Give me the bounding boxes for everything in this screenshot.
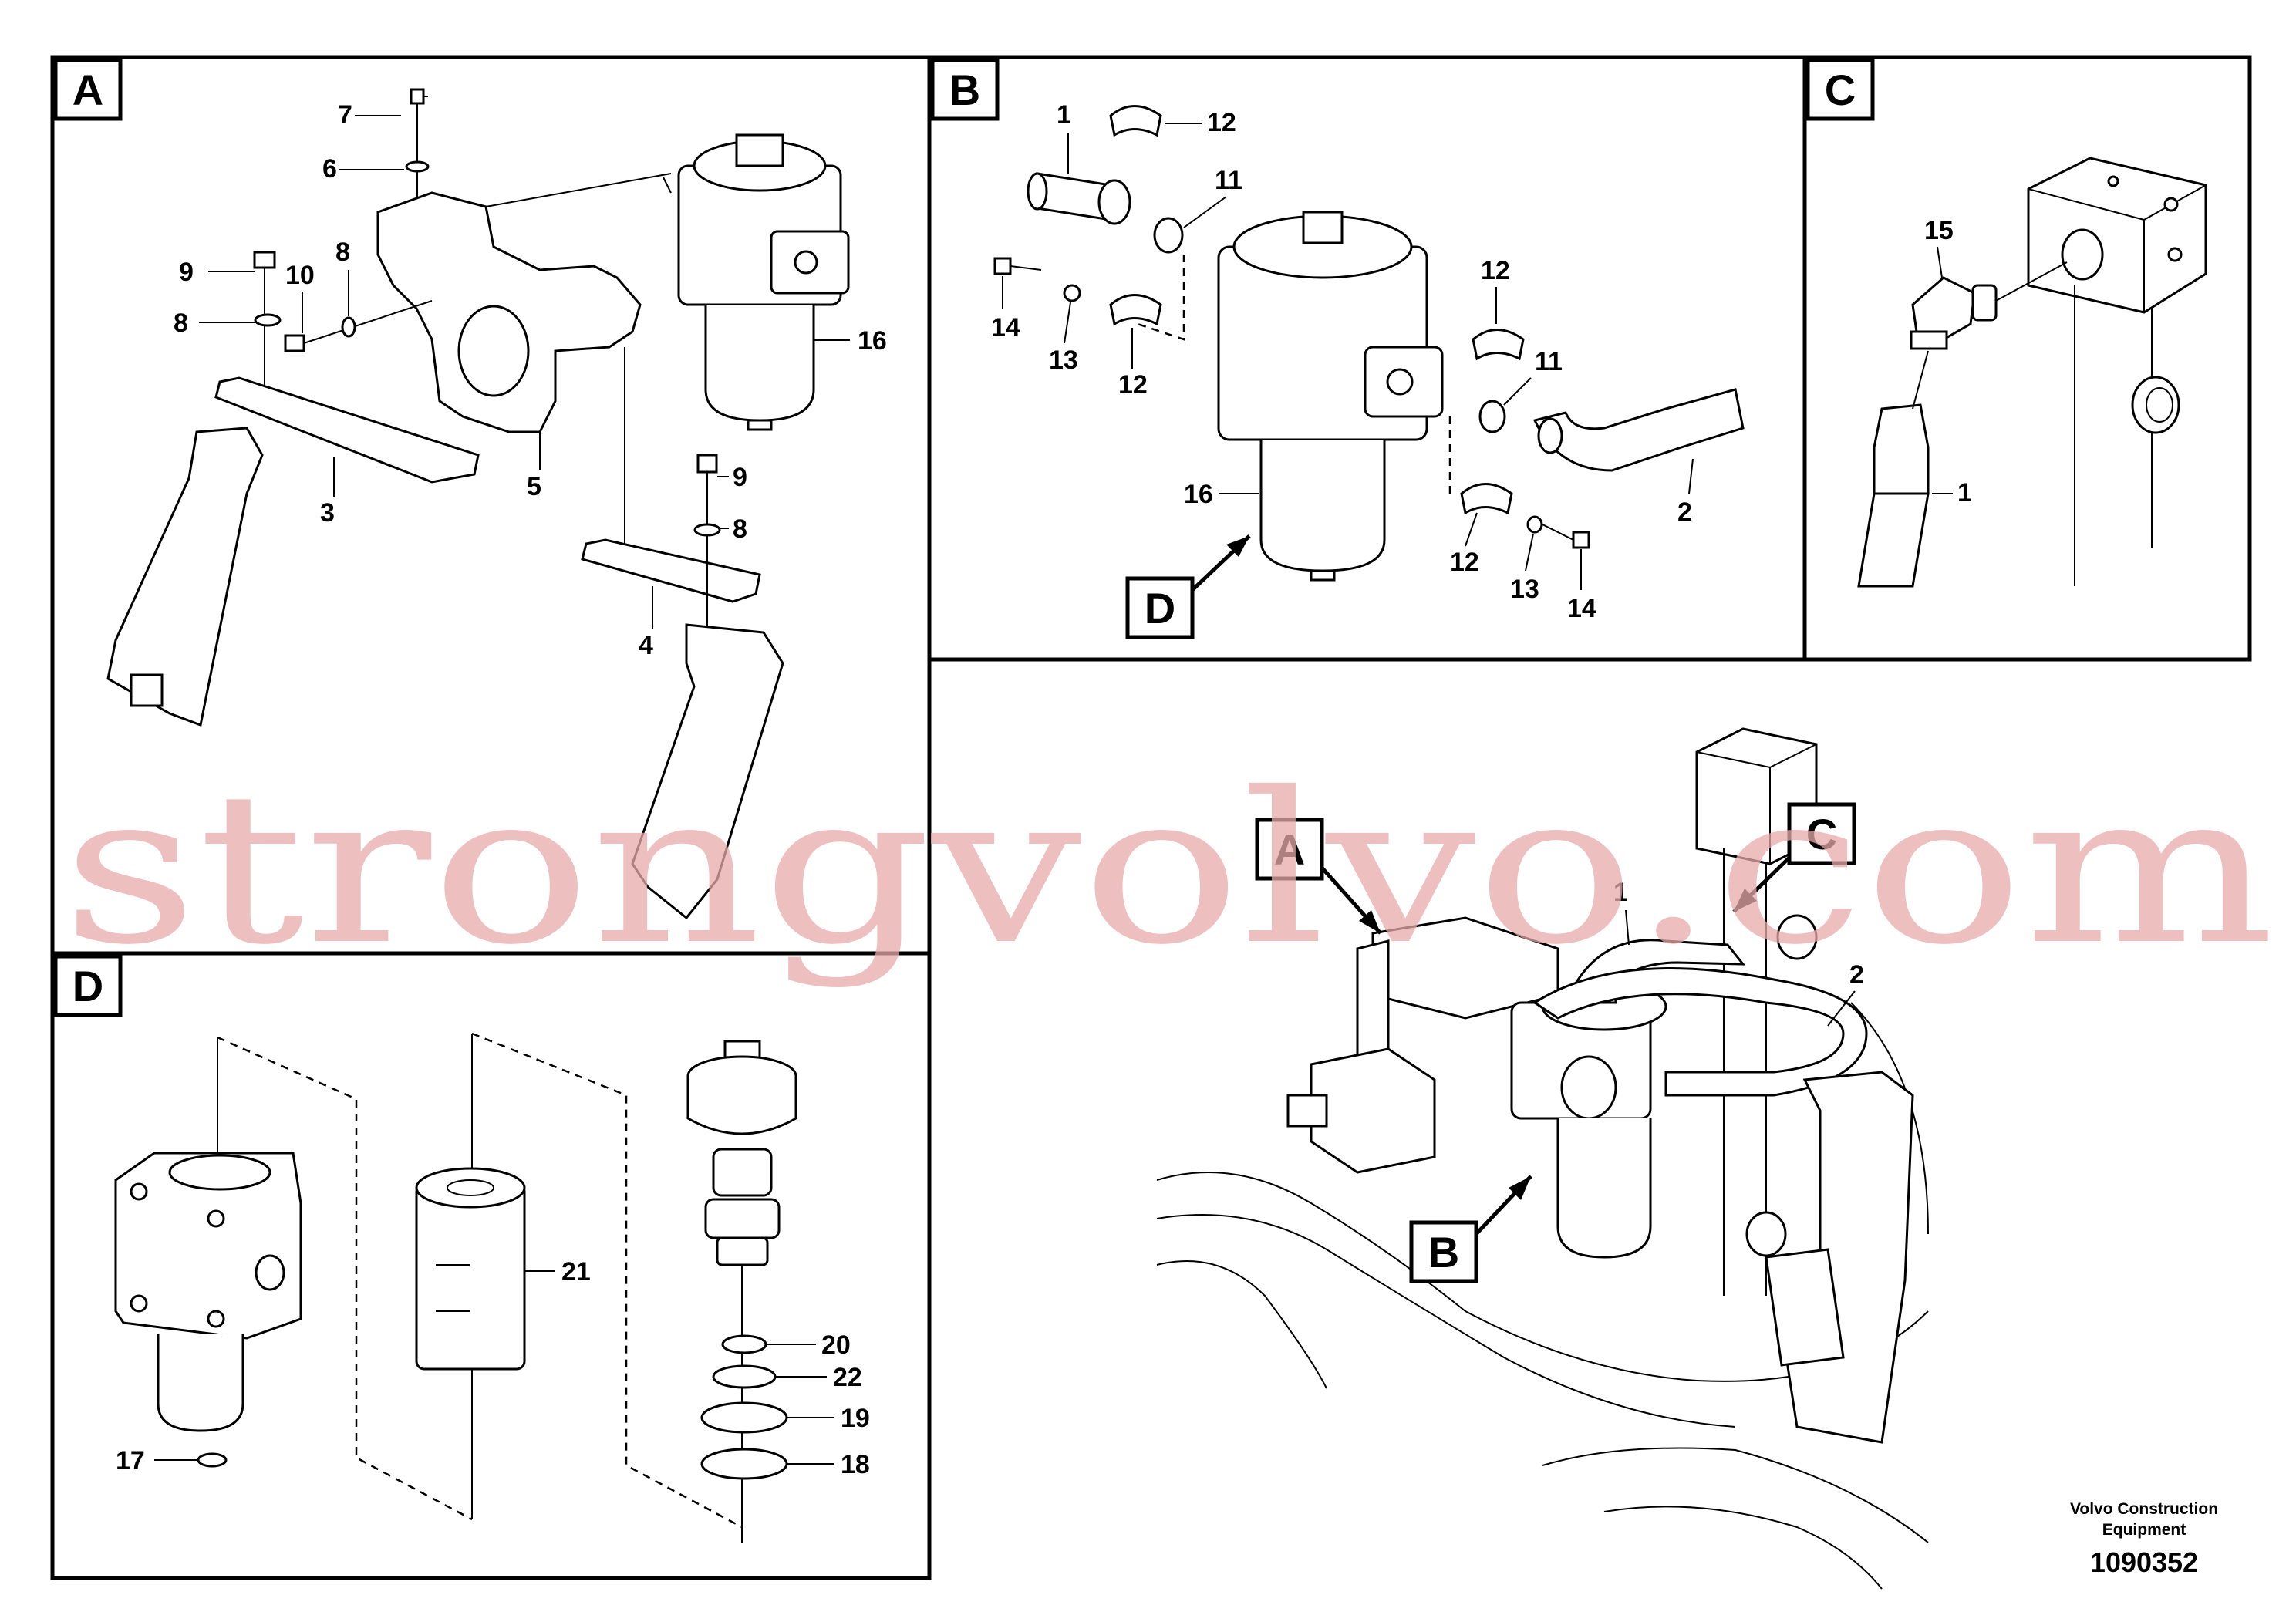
svg-text:A: A [72, 66, 103, 114]
overview-ref-b: B [1409, 1175, 1532, 1283]
panel-label-d: D [53, 954, 123, 1017]
svg-text:2: 2 [1677, 497, 1692, 527]
panel-b-drawing [993, 105, 1745, 582]
svg-text:9: 9 [179, 258, 194, 287]
watermark-text: strongvolvo.com [62, 747, 2275, 990]
svg-text:15: 15 [1924, 216, 1954, 245]
svg-text:4: 4 [639, 631, 653, 660]
panel-d-drawing [114, 1032, 797, 1543]
svg-text:B: B [1428, 1228, 1459, 1276]
panel-a-callouts: 7 6 9 10 8 8 16 5 3 9 8 4 [174, 100, 887, 660]
company-line-1: Volvo Construction [2070, 1500, 2218, 1518]
svg-text:14: 14 [1567, 594, 1596, 623]
svg-text:D: D [1145, 584, 1175, 632]
panel-label-a: A [53, 58, 123, 121]
svg-text:B: B [949, 66, 980, 114]
svg-text:21: 21 [561, 1257, 591, 1286]
svg-text:19: 19 [841, 1404, 870, 1433]
svg-text:C: C [1806, 810, 1837, 858]
svg-text:12: 12 [1481, 256, 1510, 285]
svg-text:3: 3 [320, 498, 335, 528]
svg-text:20: 20 [821, 1330, 851, 1360]
svg-text:8: 8 [174, 309, 188, 338]
panel-c-drawing [1857, 157, 2207, 588]
panel-a-drawing [106, 88, 850, 920]
svg-text:C: C [1825, 66, 1856, 114]
svg-text:11: 11 [1215, 166, 1242, 195]
svg-text:13: 13 [1049, 346, 1078, 375]
svg-text:1: 1 [1057, 100, 1071, 130]
overview-ref-c: C [1732, 802, 1856, 913]
svg-text:8: 8 [733, 514, 747, 544]
svg-text:14: 14 [991, 313, 1020, 342]
panel-label-c: C [1805, 58, 1875, 121]
drawing-number: 1090352 [2090, 1546, 2198, 1578]
panel-label-b: B [930, 58, 1000, 121]
svg-text:1: 1 [1957, 478, 1972, 508]
svg-text:7: 7 [338, 100, 352, 130]
svg-text:1: 1 [1613, 878, 1628, 907]
panel-d-callouts: 21 20 22 19 18 17 [116, 1257, 870, 1479]
detail-ref-d: D [1125, 534, 1251, 639]
panel-b-callouts: 1 12 11 14 13 12 16 12 11 2 12 13 14 [991, 100, 1694, 623]
svg-text:22: 22 [833, 1363, 862, 1392]
svg-text:5: 5 [527, 472, 541, 501]
svg-text:6: 6 [322, 154, 337, 184]
svg-text:11: 11 [1535, 347, 1563, 376]
overview-drawing [1156, 727, 1929, 1590]
overview-callouts: 1 2 [1613, 878, 1864, 1027]
svg-text:10: 10 [285, 261, 315, 290]
svg-text:D: D [72, 962, 103, 1010]
svg-text:16: 16 [1184, 480, 1213, 509]
panel-c-callouts: 15 1 [1924, 216, 1972, 508]
svg-text:16: 16 [858, 326, 887, 356]
footer: Volvo Construction Equipment 1090352 [2070, 1500, 2218, 1578]
svg-text:13: 13 [1510, 575, 1539, 604]
svg-text:12: 12 [1450, 548, 1479, 577]
panel-frames [50, 55, 2252, 1580]
svg-text:8: 8 [335, 238, 350, 267]
overview-ref-a: A [1255, 818, 1382, 935]
svg-text:9: 9 [733, 463, 747, 492]
svg-text:12: 12 [1118, 370, 1148, 400]
svg-text:A: A [1274, 825, 1305, 874]
svg-text:2: 2 [1849, 960, 1864, 990]
svg-text:12: 12 [1207, 108, 1236, 137]
svg-text:18: 18 [841, 1450, 870, 1479]
company-line-2: Equipment [2102, 1521, 2186, 1539]
svg-text:17: 17 [116, 1446, 145, 1475]
